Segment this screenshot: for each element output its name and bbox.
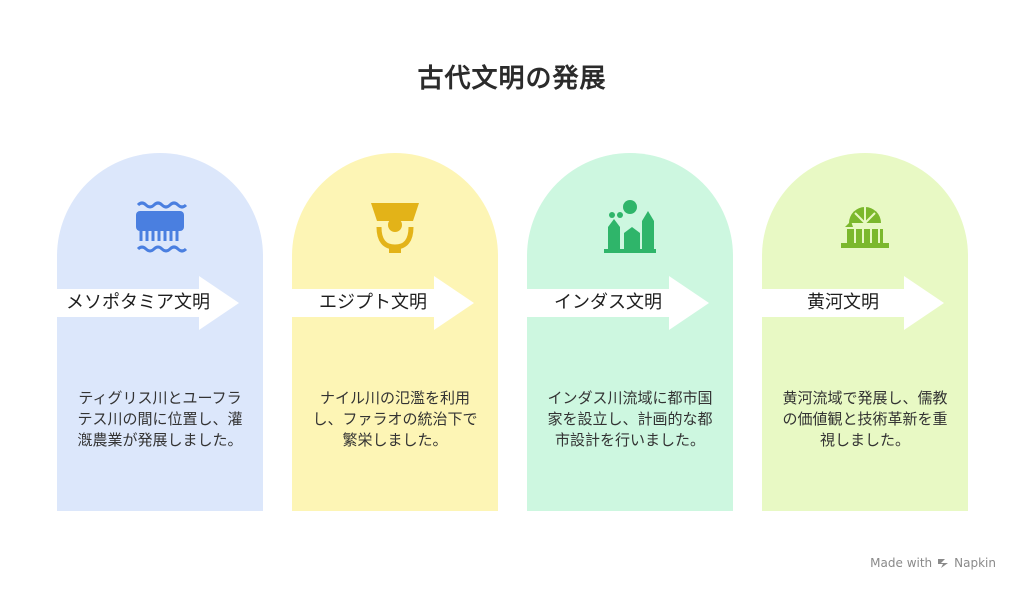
civilization-name: インダス文明: [554, 292, 662, 313]
card-mesopotamia: ティグリス川とユーフラテス川の間に位置し、灌漑農業が発展しました。: [57, 153, 263, 511]
farming-icon: [841, 207, 889, 248]
card-description: インダス川流域に都市国家を設立し、計画的な都市設計を行いました。: [547, 389, 713, 449]
pharaoh-icon: [371, 203, 419, 253]
city-plan-icon: [604, 200, 656, 253]
arrow-shape: [57, 276, 239, 330]
footer-brand: Napkin: [954, 556, 996, 570]
arrow-shape: [292, 276, 474, 330]
card-description: 黄河流域で発展し、儒教の価値観と技術革新を重視しました。: [782, 389, 948, 449]
card-description: ティグリス川とユーフラテス川の間に位置し、灌漑農業が発展しました。: [77, 389, 243, 449]
irrigation-icon: [136, 201, 188, 253]
footer-text: Made with: [870, 556, 933, 570]
diagram-title: 古代文明の発展: [417, 64, 607, 94]
banner-yellow-river: 黄河文明: [762, 276, 944, 330]
banner-mesopotamia: メソポタミア文明: [57, 276, 239, 330]
civilization-name: メソポタミア文明: [66, 292, 210, 313]
napkin-logo-icon: [938, 559, 949, 568]
arrow-shape: [762, 276, 944, 330]
banner-egypt: エジプト文明: [292, 276, 474, 330]
card-yellow-river: 黄河流域で発展し、儒教の価値観と技術革新を重視しました。: [762, 153, 968, 511]
arrow-shape: [527, 276, 709, 330]
civilization-name: エジプト文明: [319, 292, 427, 313]
card-description: ナイル川の氾濫を利用し、ファラオの統治下で繁栄しました。: [312, 389, 478, 449]
card-indus: インダス川流域に都市国家を設立し、計画的な都市設計を行いました。: [527, 153, 733, 511]
banner-indus: インダス文明: [527, 276, 709, 330]
footer-attribution: Made with Napkin: [870, 556, 996, 570]
card-egypt: ナイル川の氾濫を利用し、ファラオの統治下で繁栄しました。: [292, 153, 498, 511]
civilization-name: 黄河文明: [807, 292, 879, 313]
